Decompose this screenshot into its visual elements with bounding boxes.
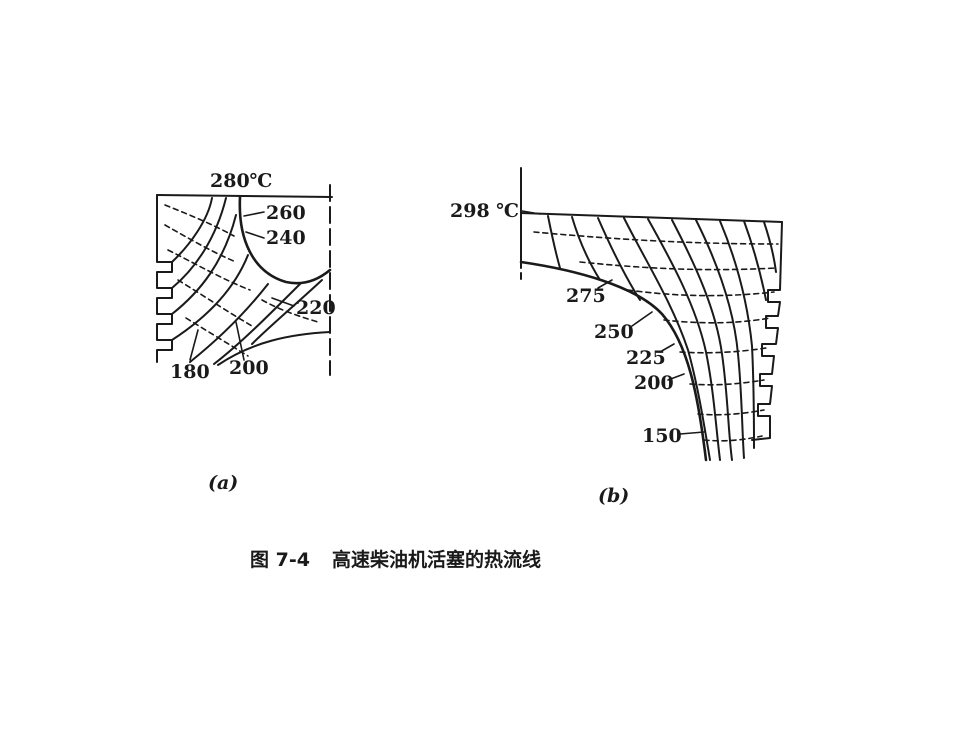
panel-b-heatflow-line (623, 217, 711, 461)
panel-a-leader-180 (189, 329, 199, 361)
panel-a-heatflow-line (189, 283, 269, 363)
panel-b-heatflow-line (695, 219, 745, 459)
panel-b-heatflow-line (743, 220, 767, 301)
panel-b-bowl-profile (519, 260, 708, 462)
panel-b-diagram (519, 167, 783, 462)
panel-a-heatflow-line (171, 197, 227, 289)
panel-b-leader-250 (631, 311, 653, 327)
panel-a-underside (217, 331, 331, 366)
panel-b-isotherm (533, 231, 779, 245)
panel-a-leader-200 (235, 321, 245, 361)
panel-a-heatflow-line (213, 283, 301, 365)
panel-a-diagram (156, 184, 333, 376)
panel-a-label-240: 240 (266, 227, 306, 249)
panel-b-label-225: 225 (626, 347, 666, 369)
panel-b-heatflow-line (571, 216, 601, 281)
panel-b-label-200: 200 (634, 372, 674, 394)
panel-b-leader-150 (679, 431, 705, 435)
panel-b-label-150: 150 (642, 425, 682, 447)
figure-number: 图 7-4 (250, 549, 310, 571)
panel-a-label-220: 220 (296, 297, 336, 319)
panel-a-isotherm (185, 317, 249, 357)
panel-a-ring-grooves (156, 194, 173, 363)
panel-b-isotherm (689, 379, 765, 386)
panel-a-isotherm (261, 299, 319, 323)
panel-a-combustion-bowl (238, 195, 332, 285)
panel-b-leader-225 (659, 343, 675, 353)
panel-b-heatflow-line (597, 217, 641, 301)
panel-b-leader-200 (667, 373, 685, 381)
panel-a-sublabel: (a) (208, 472, 238, 494)
panel-a-heatflow-line (251, 279, 323, 345)
panel-b-labels: 298 ℃ 275 250 225 200 150 (b) (450, 200, 682, 507)
panel-a-label-260: 260 (266, 202, 306, 224)
panel-a-crown-edge (156, 194, 333, 198)
panel-b-heatflow-line (671, 219, 733, 461)
panel-a-leader-240 (245, 231, 265, 239)
panel-b-isotherm (579, 261, 777, 271)
panel-a-heatflow-line (171, 197, 213, 263)
panel-b-leader-275 (597, 279, 613, 289)
panel-b-heatflow-line (763, 221, 777, 273)
panel-b-label-250: 250 (594, 321, 634, 343)
panel-a-isotherm (167, 249, 251, 291)
panel-b-heatflow-line (547, 215, 561, 269)
figure-caption-text: 高速柴油机活塞的热流线 (331, 549, 541, 571)
panel-a-label-280: 280℃ (210, 170, 272, 192)
panel-b-sublabel: (b) (598, 485, 629, 507)
panel-a-heatflow-line (171, 214, 237, 315)
panel-a-leader-220 (271, 297, 295, 307)
panel-b-isotherm (627, 289, 775, 297)
panel-b-label-298: 298 ℃ (450, 200, 519, 222)
panel-a-label-180: 180 (170, 361, 210, 383)
panel-a-heatflow-line (171, 254, 249, 341)
panel-b-isotherm (663, 317, 771, 324)
figure-caption: 图 7-4 高速柴油机活塞的热流线 (250, 545, 541, 572)
panel-b-heatflow-line (719, 220, 755, 449)
panel-b-crown-edge (520, 212, 783, 223)
panel-b-ring-grooves (751, 221, 783, 441)
panel-a-isotherm (164, 224, 237, 263)
panel-a-isotherm (177, 279, 253, 327)
panel-a-leader-260 (243, 211, 265, 217)
panel-a-isotherm (164, 204, 235, 237)
panel-b-isotherm (703, 435, 763, 442)
panel-b-heatflow-line (647, 218, 721, 461)
panel-b-leader-298 (521, 210, 541, 215)
panel-a-labels: 280℃ 260 240 220 200 180 (a) (170, 170, 336, 494)
panel-a-label-200: 200 (229, 357, 269, 379)
panel-b-isotherm (679, 347, 767, 354)
panel-b-label-275: 275 (566, 285, 606, 307)
